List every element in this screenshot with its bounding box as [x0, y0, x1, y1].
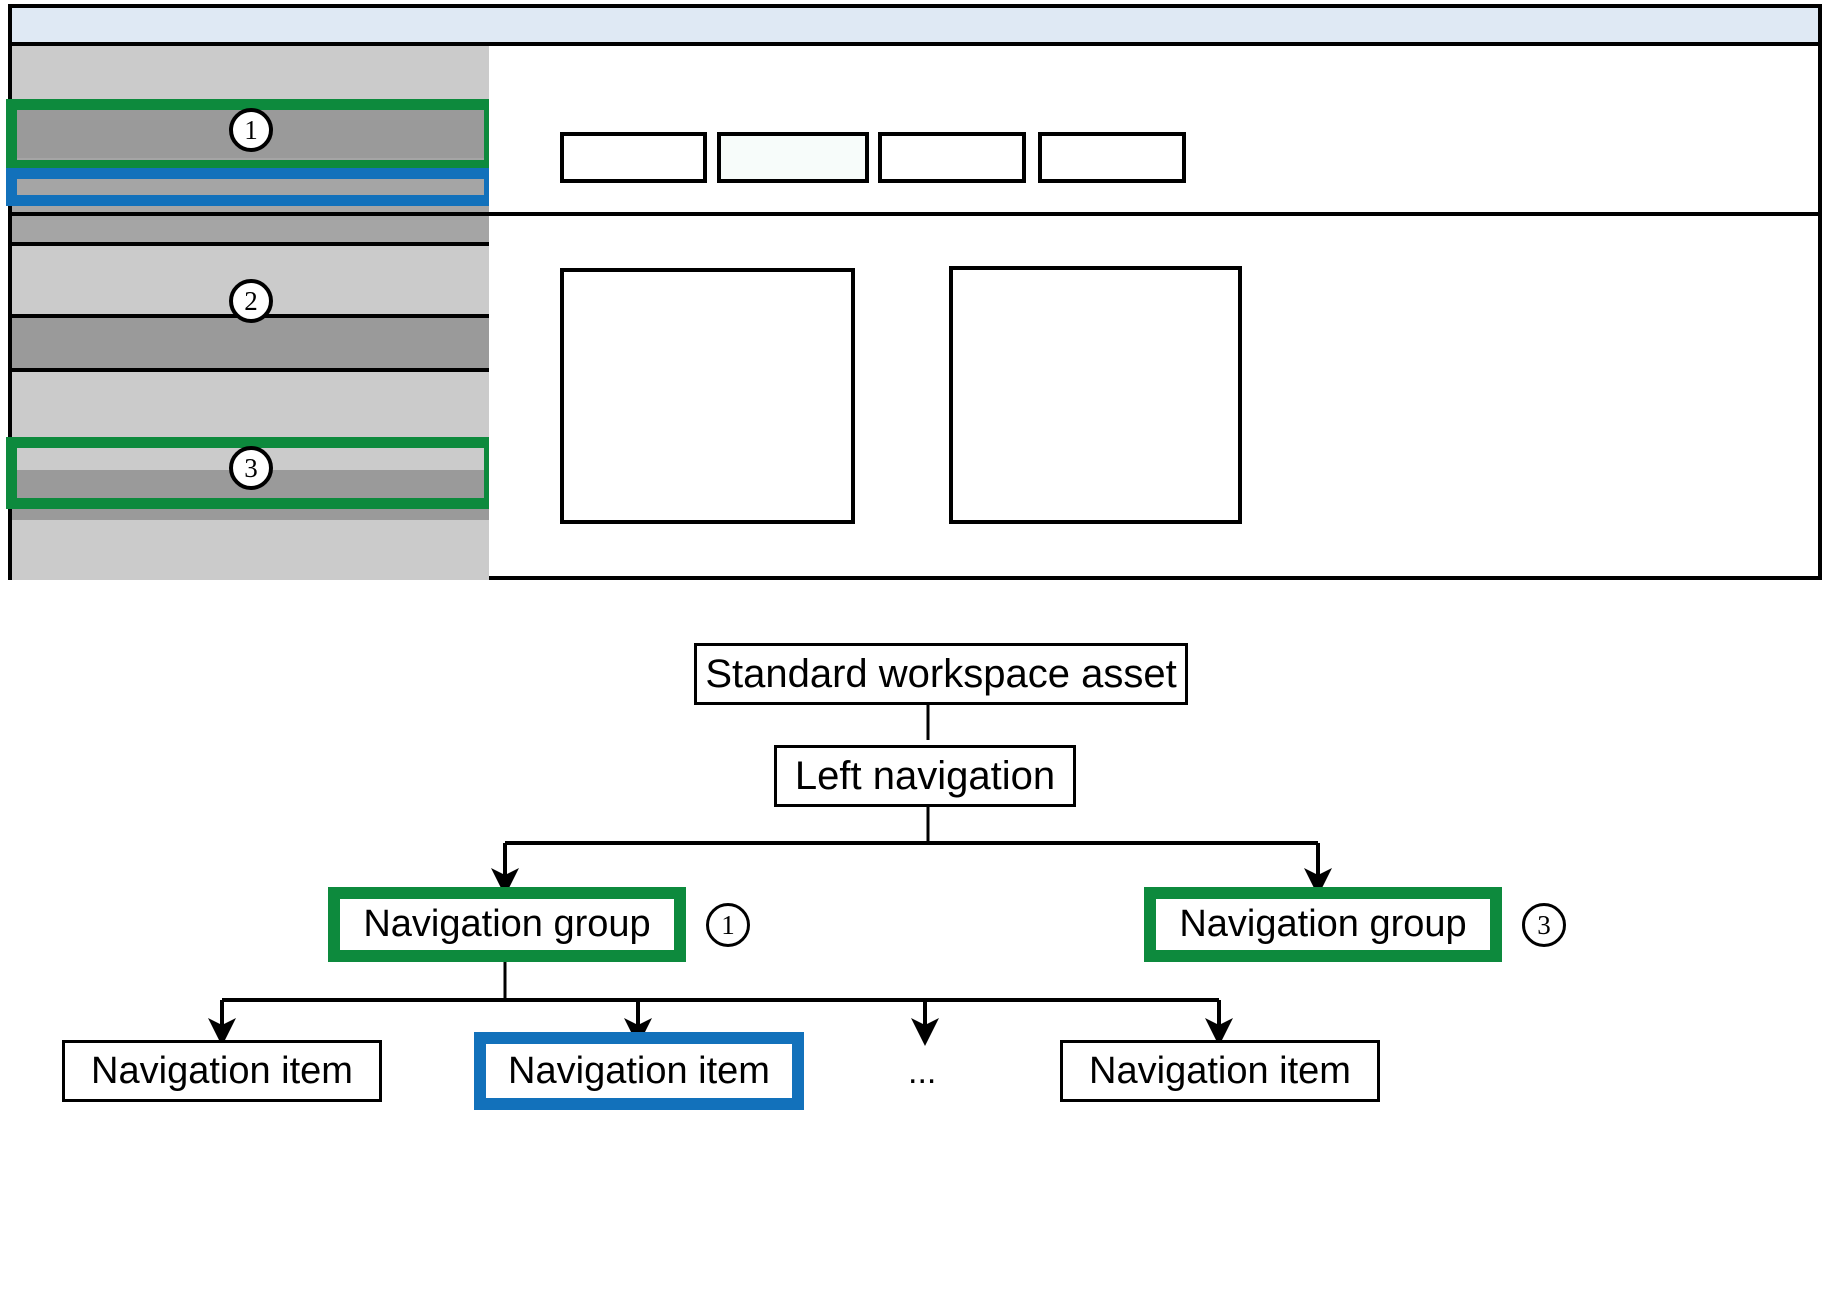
- sidebar-row-group-header-a: [12, 46, 489, 108]
- workspace-wireframe: 1 2 3: [6, 4, 1822, 580]
- node-label: Navigation item: [91, 1049, 353, 1092]
- content-area: [489, 46, 1818, 576]
- callout-badge-3: 3: [229, 446, 273, 490]
- content-panel-right[interactable]: [949, 266, 1242, 524]
- sidebar-row-nav-item-b[interactable]: [12, 192, 489, 212]
- sidebar-row-group-body-c: [12, 520, 489, 580]
- node-navigation-item-2[interactable]: Navigation item: [474, 1032, 804, 1110]
- command-button-3[interactable]: [878, 132, 1026, 183]
- command-button-1[interactable]: [560, 132, 707, 183]
- node-label: Navigation group: [1179, 903, 1467, 945]
- content-panel-left[interactable]: [560, 268, 855, 524]
- sidebar-row-nav-item-a[interactable]: [12, 158, 489, 176]
- diagram-callout-badge-1: 1: [706, 903, 750, 947]
- command-button-2[interactable]: [717, 132, 869, 183]
- node-label: Left navigation: [794, 753, 1056, 798]
- node-navigation-group-3[interactable]: Navigation group: [1144, 887, 1502, 962]
- node-navigation-item-4[interactable]: Navigation item: [1060, 1040, 1380, 1102]
- callout-badge-2: 2: [229, 279, 273, 323]
- node-label: Standard workspace asset: [705, 651, 1177, 696]
- node-navigation-group-1[interactable]: Navigation group: [328, 887, 686, 962]
- sidebar-row-nav-item-c[interactable]: [12, 212, 489, 246]
- callout-badge-1: 1: [229, 108, 273, 152]
- node-label: Navigation group: [363, 903, 651, 945]
- hierarchy-diagram: Standard workspace asset Left navigation…: [0, 600, 1830, 1291]
- node-label: Navigation item: [508, 1049, 770, 1092]
- node-left-navigation[interactable]: Left navigation: [774, 745, 1076, 807]
- sidebar-row-nav-item-selected[interactable]: [12, 176, 489, 192]
- tree-connectors: [208, 705, 1332, 1046]
- command-bar: [489, 46, 1818, 216]
- diagram-callout-badge-3: 3: [1522, 903, 1566, 947]
- node-label: Navigation item: [1089, 1049, 1351, 1092]
- node-navigation-item-ellipsis: ...: [908, 1053, 937, 1091]
- node-navigation-item-1[interactable]: Navigation item: [62, 1040, 382, 1102]
- command-button-4[interactable]: [1038, 132, 1186, 183]
- node-standard-workspace-asset[interactable]: Standard workspace asset: [694, 643, 1188, 705]
- title-bar: [12, 8, 1818, 46]
